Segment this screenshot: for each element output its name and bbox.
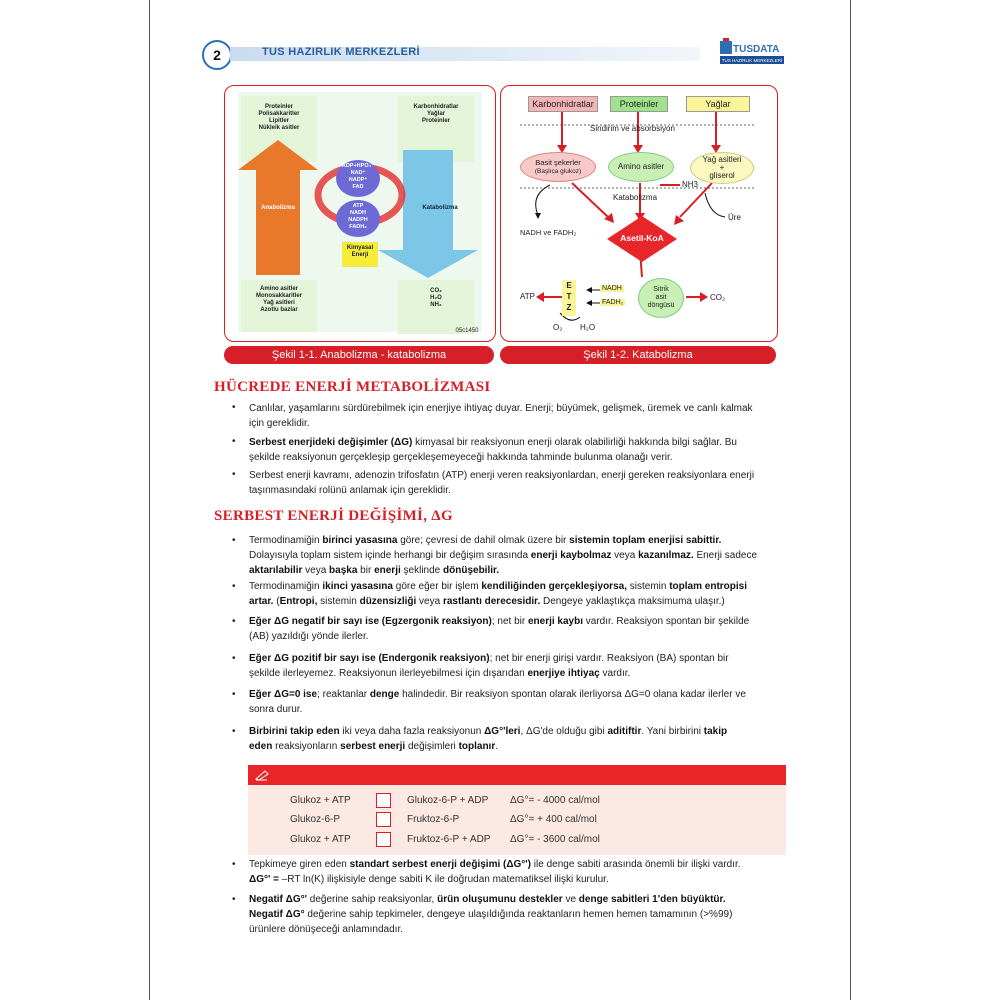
section1-title: HÜCREDE ENERJİ METABOLİZMASI xyxy=(214,379,491,395)
logo-sub: TUS HAZIRLIK MERKEZLERİ xyxy=(722,57,783,63)
fig2-acetyl-label: Asetil-KoA xyxy=(620,233,664,243)
fig1-arrows xyxy=(238,140,478,278)
s1-b3: Serbest enerji kavramı, adenozin trifosf… xyxy=(249,470,755,496)
s2-p1: Termodinamiğin birinci yasasına göre; çe… xyxy=(249,535,758,576)
page-number: 2 xyxy=(202,40,232,70)
bullet: • xyxy=(232,859,236,870)
s2-p3: Eğer ΔG negatif bir sayı ise (Egzergonik… xyxy=(249,616,750,642)
fig2-arrows xyxy=(520,111,756,321)
table-cell: Glukoz-6-P xyxy=(290,814,341,825)
bullet: • xyxy=(232,535,236,546)
reaction-arrow-box xyxy=(376,832,391,847)
fig1-upper-oval: ADP+HPO₄⁻NAD⁺NADP⁺FAD xyxy=(336,160,380,197)
bullet: • xyxy=(232,894,236,905)
s3-p1: Tepkimeye giren eden standart serbest en… xyxy=(249,859,741,885)
s1-b1: Canlılar, yaşamlarını sürdürebilmek için… xyxy=(249,403,753,429)
header-bar xyxy=(230,47,700,61)
fig2-amino-acids: Amino asitler xyxy=(608,152,674,182)
note-icon xyxy=(255,770,269,781)
table-cell: Glukoz-6-P + ADP xyxy=(407,795,489,806)
fig2-katabolizma: Katabolizma xyxy=(613,193,658,202)
fig2-nadh-fadh: NADH ve FADH₂ xyxy=(520,228,577,237)
tusdata-logo: TUSDATA TUS HAZIRLIK MERKEZLERİ xyxy=(720,38,786,66)
s2-p4: Eğer ΔG pozitif bir sayı ise (Endergonik… xyxy=(249,653,729,679)
fig2-co2: CO₂ xyxy=(710,293,726,302)
table-cell: ΔG°= + 400 cal/mol xyxy=(510,814,597,825)
fig2-o2: O₂ xyxy=(553,323,563,332)
fig2-carbs-box: Karbonhidratlar xyxy=(528,96,598,112)
bullet: • xyxy=(232,581,236,592)
table-cell: Fruktoz-6-P xyxy=(407,814,460,825)
fig2-fats-box: Yağlar xyxy=(686,96,750,112)
fig2-acetyl-diamond xyxy=(607,216,677,262)
fig2-proteins-box: Proteinler xyxy=(610,96,668,112)
fig2-fatty: Yağ asitleri+gliserol xyxy=(690,152,754,184)
section2-title: SERBEST ENERJİ DEĞİŞİMİ, ΔG xyxy=(214,508,453,524)
figure1-caption: Şekil 1-1. Anabolizma - katabolizma xyxy=(224,346,494,364)
fig2-nh3: NH3 xyxy=(682,180,699,189)
table-cell: Fruktoz-6-P + ADP xyxy=(407,834,491,845)
table-cell: Glukoz + ATP xyxy=(290,795,351,806)
bullet: • xyxy=(232,436,236,447)
fig2-simple-sugars: Basit şekerler(Başlıca glukoz) xyxy=(520,152,596,182)
s2-p2: Termodinamiğin ikinci yasasına göre eğer… xyxy=(249,581,748,607)
fig2-h2o: H₂O xyxy=(580,323,596,332)
fig2-digestion: Sindirim ve absorbsiyon xyxy=(590,124,675,133)
fig2-nadh: NADH xyxy=(600,285,624,292)
s2-p6: Birbirini takip eden iki veya daha fazla… xyxy=(249,726,728,752)
bullet: • xyxy=(232,653,236,664)
fig2-fadh2: FADH₂ xyxy=(600,299,626,306)
bullet: • xyxy=(232,726,236,737)
fig2-atp: ATP xyxy=(520,292,535,301)
fig1-katabolizma: Katabolizma xyxy=(422,205,458,211)
logo-text: TUSDATA xyxy=(733,44,779,55)
reaction-arrow-box xyxy=(376,793,391,808)
table-cell: ΔG°= - 4000 cal/mol xyxy=(510,795,600,806)
header-title: TUS HAZIRLIK MERKEZLERİ xyxy=(262,46,420,58)
fig1-code: 05c1450 xyxy=(455,328,479,334)
table-cell: ΔG°= - 3600 cal/mol xyxy=(510,834,600,845)
figure2-caption: Şekil 1-2. Katabolizma xyxy=(500,346,776,364)
table-header xyxy=(248,765,786,785)
bullet: • xyxy=(232,616,236,627)
bullet: • xyxy=(232,689,236,700)
reaction-arrow-box xyxy=(376,812,391,827)
s3-p2: Negatif ΔG°' değerine sahip reaksiyonlar… xyxy=(249,894,733,935)
s1-b2: Serbest enerjideki değişimler (ΔG) kimya… xyxy=(249,437,737,463)
table-cell: Glukoz + ATP xyxy=(290,834,351,845)
s2-p5: Eğer ΔG=0 ise; reaktanlar denge halinded… xyxy=(249,689,746,715)
bullet: • xyxy=(232,469,236,480)
table-body xyxy=(248,785,786,855)
fig2-ure: Üre xyxy=(728,213,741,222)
bullet: • xyxy=(232,402,236,413)
fig1-anabolizma: Anabolizma xyxy=(261,205,295,211)
